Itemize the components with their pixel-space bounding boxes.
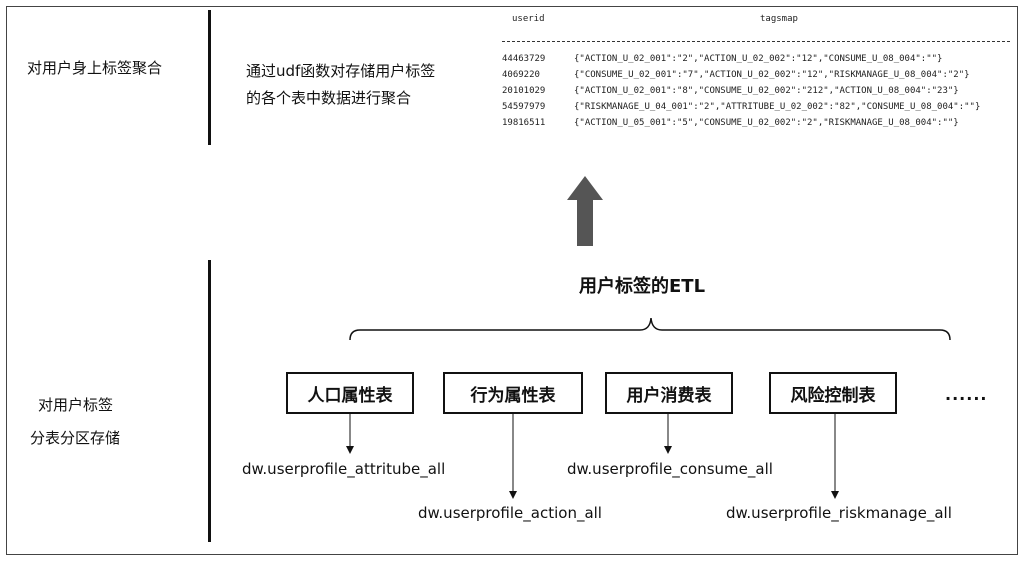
table-name-attritube: dw.userprofile_attritube_all <box>242 460 446 478</box>
storage-label-line-2: 分表分区存储 <box>30 429 121 447</box>
cell-tagsmap: {"ACTION_U_05_001":"5","CONSUME_U_02_002… <box>574 118 959 128</box>
cell-userid: 20101029 <box>502 86 546 96</box>
description-line-1: 通过udf函数对存储用户标签 <box>246 62 436 80</box>
diagram-frame <box>6 6 1018 555</box>
aggregation-label: 对用户身上标签聚合 <box>27 59 163 77</box>
bottom-separator <box>208 260 211 542</box>
more-ellipsis: ...... <box>945 385 988 404</box>
header-userid: userid <box>512 14 545 24</box>
risk-control-table-box: 风险控制表 <box>769 372 897 414</box>
behavior-table-box: 行为属性表 <box>443 372 583 414</box>
cell-userid: 44463729 <box>502 54 546 64</box>
cell-tagsmap: {"RISKMANAGE_U_04_001":"2","ATTRITUBE_U_… <box>574 102 981 112</box>
table-divider <box>502 41 1010 42</box>
table-row: 44463729 {"ACTION_U_02_001":"2","ACTION_U… <box>502 54 942 64</box>
table-row: 20101029 {"ACTION_U_02_001":"8","CONSUME_… <box>502 86 959 96</box>
cell-userid: 4069220 <box>502 70 540 80</box>
cell-tagsmap: {"ACTION_U_02_001":"8","CONSUME_U_02_002… <box>574 86 959 96</box>
table-name-consume: dw.userprofile_consume_all <box>567 460 773 478</box>
etl-title: 用户标签的ETL <box>579 276 706 297</box>
table-row: 4069220 {"CONSUME_U_02_001":"7","ACTION_U… <box>502 70 970 80</box>
aggregation-description: 通过udf函数对存储用户标签 的各个表中数据进行聚合 <box>246 58 435 112</box>
storage-label-2: 分表分区存储 <box>30 427 120 449</box>
storage-label: 对用户标签 <box>38 394 113 416</box>
etl-brace <box>349 317 951 341</box>
cell-userid: 19816511 <box>502 118 546 128</box>
tagsmap-table: userid tagsmap 44463729 {"ACTION_U_02_001… <box>502 12 1012 128</box>
demographic-table-box: 人口属性表 <box>286 372 414 414</box>
cell-tagsmap: {"CONSUME_U_02_001":"7","ACTION_U_02_002… <box>574 70 970 80</box>
aggregation-arrow-icon <box>567 176 603 246</box>
cell-tagsmap: {"ACTION_U_02_001":"2","ACTION_U_02_002"… <box>574 54 943 64</box>
cell-userid: 54597979 <box>502 102 546 112</box>
table-row: 19816511 {"ACTION_U_05_001":"5","CONSUME_… <box>502 118 959 128</box>
table-name-action: dw.userprofile_action_all <box>418 504 602 522</box>
description-line-2: 的各个表中数据进行聚合 <box>246 89 412 107</box>
consumption-table-box: 用户消费表 <box>605 372 733 414</box>
table-name-riskmanage: dw.userprofile_riskmanage_all <box>726 504 952 522</box>
header-tagsmap: tagsmap <box>760 14 798 24</box>
top-separator <box>208 10 211 145</box>
table-row: 54597979 {"RISKMANAGE_U_04_001":"2","ATTR… <box>502 102 980 112</box>
table-header: userid tagsmap <box>502 12 1012 34</box>
storage-label-line-1: 对用户标签 <box>38 396 114 414</box>
